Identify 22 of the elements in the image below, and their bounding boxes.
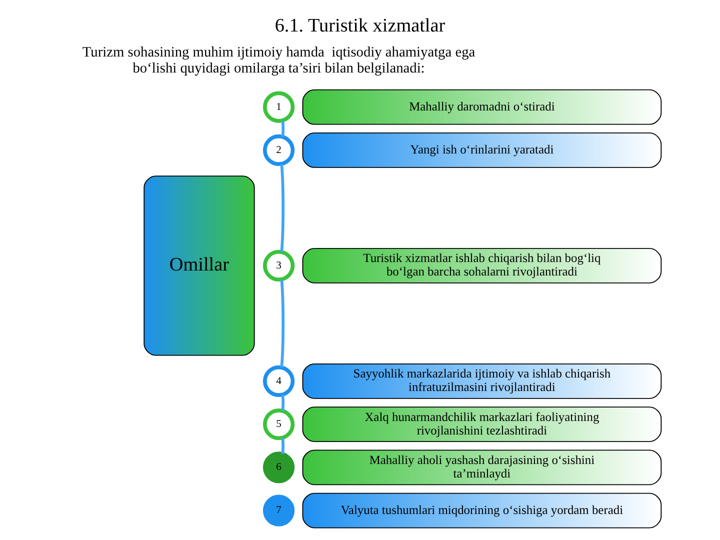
node-box: Yangi ish o‘rinlarini yaratadi	[302, 132, 662, 168]
node-circle: 6	[262, 452, 295, 484]
node-box: Turistik xizmatlar ishlab chiqarish bilan bog‘liq bo‘lgan barcha sohalarni rivojlantiradi	[302, 248, 662, 284]
node-circle: 7	[262, 494, 295, 526]
connector	[281, 438, 285, 454]
node-box: Omillar	[144, 176, 255, 356]
connector	[281, 394, 285, 411]
node-box: Xalq hunarmandchilik markazlari faoliyatining rivojlanishini tezlashtiradi	[302, 406, 662, 442]
node-circle: 2	[262, 134, 295, 166]
connector	[280, 164, 285, 252]
connector	[280, 280, 285, 368]
node-circle: 1	[262, 91, 295, 123]
connector	[281, 120, 285, 137]
diagram-title: 6.1. Turistik xizmatlar	[274, 15, 446, 36]
node-box: Mahalliy aholi yashash darajasining o‘sishini ta’minlaydi	[302, 450, 662, 486]
node-box: Sayyohlik markazlarida ijtimoiy va ishlab chiqarish infratuzilmasini rivojlantiradi	[302, 363, 662, 399]
label: Turizm sohasining muhim ijtimoiy hamda iqtisodiy ahamiyatga ega bo‘lishi quyidagi omilarga ta’siri bilan belgilanadi:	[82, 44, 476, 77]
node-circle: 3	[262, 250, 295, 282]
node-box: Valyuta tushumlari miqdorining o‘sishiga yordam beradi	[302, 492, 662, 528]
node-circle: 4	[262, 365, 295, 397]
node-circle: 5	[262, 408, 295, 440]
node-box: Mahalliy daromadni o‘stiradi	[302, 89, 662, 125]
